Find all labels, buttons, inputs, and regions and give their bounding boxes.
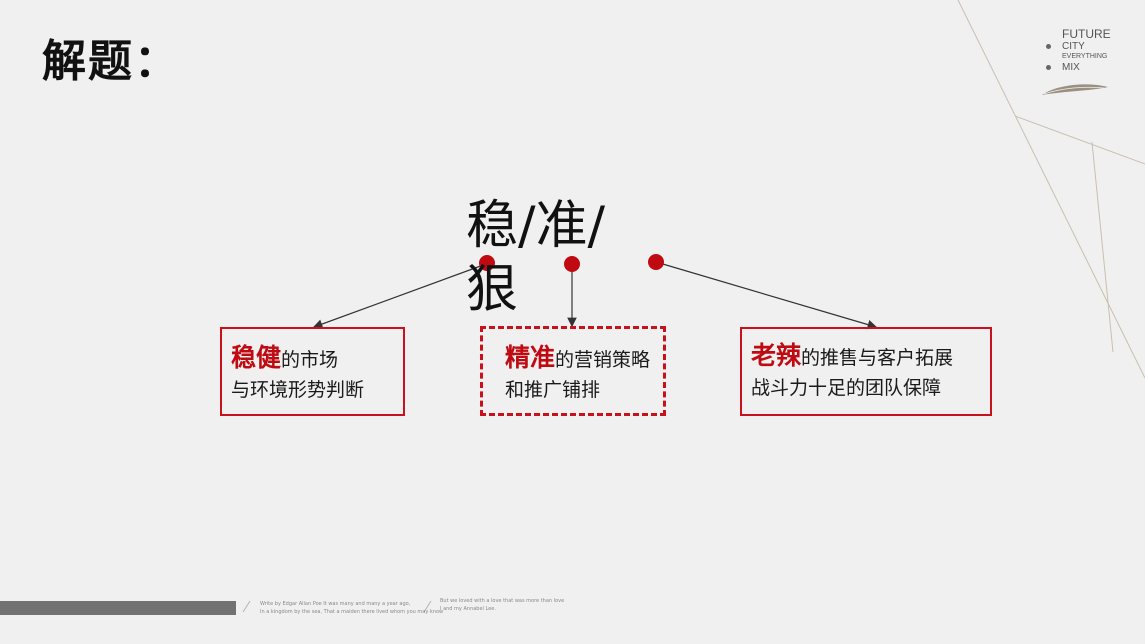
box-emphasis: 精准 [505, 343, 556, 372]
box-line-2: 与环境形势判断 [231, 379, 365, 401]
logo-line-city: CITY [1040, 41, 1130, 52]
footer-poem-1: Write by Edgar Allan Poe It was many and… [260, 601, 444, 615]
node-dot-middle [564, 256, 580, 272]
brand-logo: FUTURE CITY EVERYTHING MIX [1040, 28, 1130, 73]
page-title: 解题： [42, 36, 180, 87]
center-keyword: 稳/准/狠 [466, 196, 606, 320]
arrow-right [655, 261, 878, 330]
box-emphasis: 老辣 [751, 341, 802, 370]
box-line-1: 稳健的市场 [231, 343, 403, 375]
box-line-1: 精准的营销策略 [505, 343, 663, 375]
logo-line-future: FUTURE [1062, 27, 1111, 41]
logo-dot-icon [1046, 65, 1051, 70]
box-text: 的市场 [281, 349, 339, 371]
logo-line-everything: EVERYTHING [1062, 53, 1108, 60]
footer-bar [0, 601, 236, 615]
footer-poem-2: But we loved with a love that was more t… [440, 598, 565, 612]
box-text: 的营销策略 [555, 349, 651, 371]
footer-slash-1 [242, 600, 251, 613]
box-seasoned: 老辣的推售与客户拓展 战斗力十足的团队保障 [740, 327, 992, 416]
footer-slash-2 [423, 600, 432, 613]
box-emphasis: 稳健 [231, 343, 282, 372]
box-text: 的推售与客户拓展 [801, 347, 954, 369]
box-steady: 稳健的市场 与环境形势判断 [220, 327, 405, 416]
node-dot-right [648, 254, 664, 270]
box-line-2: 和推广铺排 [505, 379, 601, 401]
node-dot-left [479, 255, 495, 271]
box-line-1: 老辣的推售与客户拓展 [751, 341, 990, 373]
logo-dot-icon [1046, 44, 1051, 49]
decorative-corner-lines [957, 0, 1145, 379]
box-line-2: 战斗力十足的团队保障 [751, 377, 942, 399]
box-precise: 精准的营销策略 和推广铺排 [480, 326, 666, 416]
logo-line-mix: MIX [1040, 62, 1130, 73]
arrow-left [312, 263, 487, 329]
leaf-icon [1042, 84, 1108, 95]
